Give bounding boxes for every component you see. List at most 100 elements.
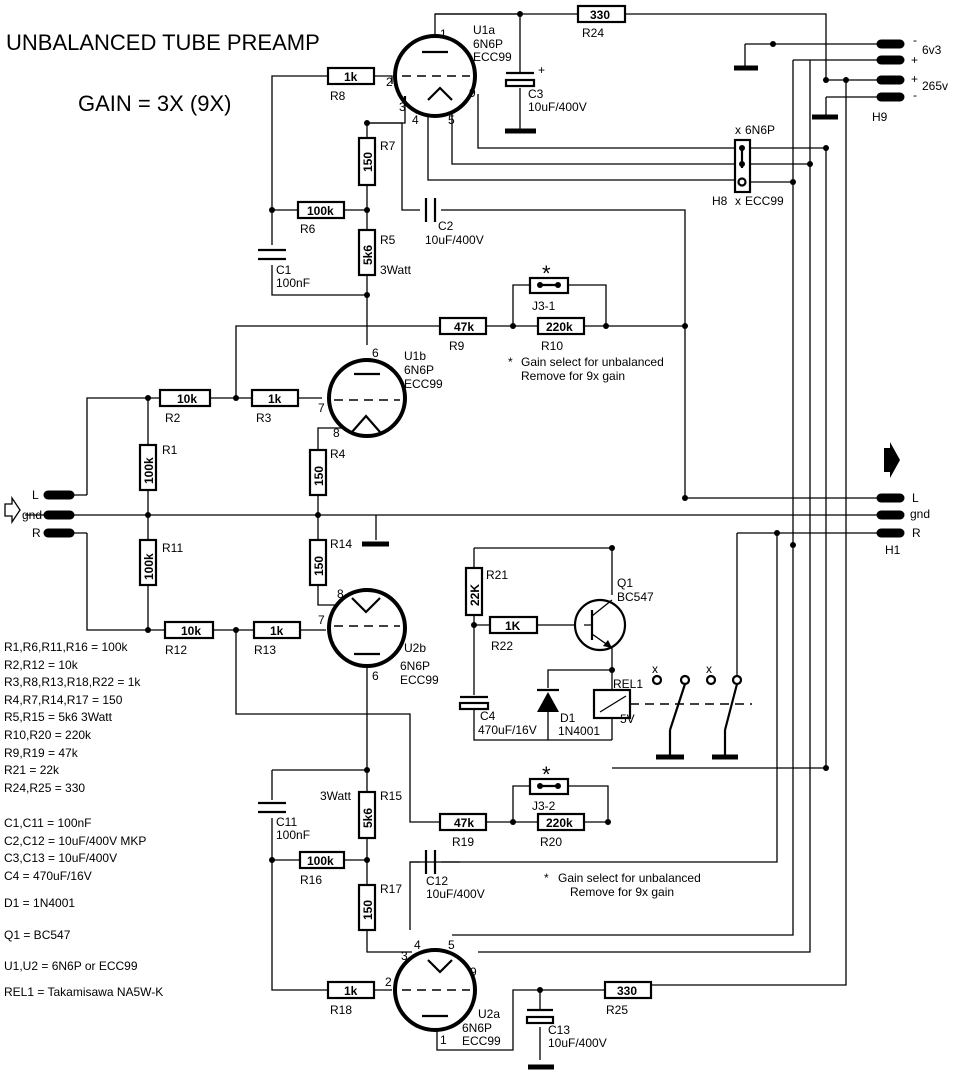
r14-value: 150: [312, 556, 326, 576]
r17-value: 150: [361, 900, 375, 920]
bom-line: REL1 = Takamisawa NA5W-K: [4, 985, 163, 999]
r20-ref: R20: [540, 835, 562, 849]
r3-ref: R3: [256, 411, 272, 425]
r11-ref: R11: [162, 541, 183, 555]
r9-ref: R9: [449, 339, 465, 353]
input-connector[interactable]: L gnd R: [4, 488, 87, 540]
c2-value: 10uF/400V: [425, 233, 484, 247]
r5-extra: 3Watt: [380, 263, 412, 277]
resistor-r20: 220k R20: [536, 812, 586, 849]
c1-value: 100nF: [276, 276, 310, 290]
resistor-r3: 1k R3: [250, 388, 300, 425]
u1a-pin-3: 3: [399, 100, 406, 114]
bom-line: R24,R25 = 330: [4, 781, 85, 795]
u2a-type1: 6N6P: [462, 1021, 492, 1035]
r2-ref: R2: [165, 411, 181, 425]
r14-ref: R14: [330, 537, 352, 551]
resistor-r24: 330 R24: [576, 4, 627, 40]
resistor-r8: 1k R8: [326, 66, 376, 103]
output-connector-h1[interactable]: L gnd R H1: [876, 442, 930, 557]
tube-u2b: 8 7 6 U2b 6N6P ECC99: [318, 587, 439, 687]
junction-dots: [145, 11, 849, 993]
r13-value: 1k: [270, 624, 284, 638]
resistor-r6: 100k R6: [296, 200, 346, 236]
c12-value: 10uF/400V: [426, 887, 485, 901]
gain-note-lower-line2: Remove for 9x gain: [570, 885, 674, 899]
r20-value: 220k: [546, 816, 573, 830]
h1-pin-r: R: [912, 526, 921, 540]
c4-ref: C4: [480, 709, 496, 723]
u1a-type1: 6N6P: [473, 37, 503, 51]
capacitor-c11: C11 100nF: [258, 801, 310, 842]
d1-value: 1N4001: [558, 724, 600, 738]
resistor-r21: 22K R21: [464, 566, 508, 617]
heater-jumper-h8[interactable]: x 6N6P x ECC99 H8: [712, 123, 784, 208]
r17-ref: R17: [380, 882, 402, 896]
r5-ref: R5: [380, 233, 396, 247]
r1-value: 100k: [142, 457, 156, 484]
gain-note-upper: * Gain select for unbalanced Remove for …: [508, 355, 664, 383]
u2b-ref: U2b: [404, 641, 426, 655]
gain-note-lower: * Gain select for unbalanced Remove for …: [544, 871, 701, 899]
resistor-r1: 100k R1: [138, 443, 178, 492]
r18-value: 1k: [344, 984, 358, 998]
rel1-ref: REL1: [613, 677, 643, 691]
rel1-nc-mark-2: x: [706, 662, 712, 676]
jumper-j3-2[interactable]: * J3-2: [528, 762, 570, 813]
u2a-pin-3: 3: [401, 949, 408, 963]
r11-value: 100k: [142, 553, 156, 580]
input-pin-l: L: [32, 488, 39, 502]
r19-value: 47k: [454, 816, 474, 830]
input-pin-r: R: [32, 526, 41, 540]
r21-value: 22K: [468, 584, 482, 606]
r21-ref: R21: [486, 568, 508, 582]
u1b-pin-7: 7: [318, 401, 325, 415]
r25-ref: R25: [606, 1003, 628, 1017]
u2b-pin-8: 8: [337, 587, 344, 601]
r22-value: 1K: [505, 619, 521, 633]
r8-value: 1k: [344, 70, 358, 84]
j3-1-asterisk: *: [542, 261, 551, 286]
gain-note-upper-line2: Remove for 9x gain: [521, 369, 625, 383]
u1b-type2: ECC99: [404, 377, 443, 391]
r12-value: 10k: [181, 624, 201, 638]
resistor-r22: 1K R22: [488, 615, 539, 653]
u1a-ref: U1a: [473, 23, 495, 37]
j3-1-ref: J3-1: [532, 299, 556, 313]
r24-ref: R24: [582, 26, 604, 40]
q1-value: BC547: [617, 590, 654, 604]
r16-ref: R16: [300, 873, 322, 887]
resistor-r12: 10k R12: [163, 620, 215, 657]
u1b-pin-6: 6: [372, 346, 379, 360]
c11-value: 100nF: [276, 828, 310, 842]
u1a-pin-9: 9: [469, 86, 476, 100]
c11-ref: C11: [276, 815, 297, 829]
bom-line: R2,R12 = 10k: [4, 658, 79, 672]
power-connector-h9[interactable]: - + + - 6v3 265v H9: [872, 33, 948, 124]
bom-line: R5,R15 = 5k6 3Watt: [4, 710, 113, 724]
h9-pin-3: +: [911, 72, 918, 86]
resistor-r4: 150 R4: [308, 447, 346, 497]
resistor-r2: 10k R2: [158, 388, 212, 425]
capacitor-c4: C4 470uF/16V: [458, 695, 537, 737]
h9-ref: H9: [872, 110, 888, 124]
bom-line: R10,R20 = 220k: [4, 728, 92, 742]
u2a-ref: U2a: [478, 1007, 500, 1021]
h8-ref: H8: [712, 194, 728, 208]
bom-line: R1,R6,R11,R16 = 100k: [4, 640, 129, 654]
resistor-r18: 1k R18: [326, 980, 376, 1017]
u2b-type1: 6N6P: [400, 659, 430, 673]
resistor-r5: 5k6 R5 3Watt: [357, 228, 412, 277]
resistor-r15: 5k6 R15 3Watt: [320, 789, 402, 840]
r1-ref: R1: [162, 443, 178, 457]
r3-value: 1k: [268, 392, 282, 406]
u2a-type2: ECC99: [462, 1034, 501, 1048]
r2-value: 10k: [177, 392, 197, 406]
bom-line: R9,R19 = 47k: [4, 746, 79, 760]
j3-2-asterisk: *: [542, 762, 551, 787]
jumper-j3-1[interactable]: * J3-1: [528, 261, 570, 313]
gain-note-lower-asterisk: *: [544, 871, 549, 885]
u1b-type1: 6N6P: [404, 363, 434, 377]
capacitor-c3: + C3 10uF/400V: [504, 63, 587, 114]
